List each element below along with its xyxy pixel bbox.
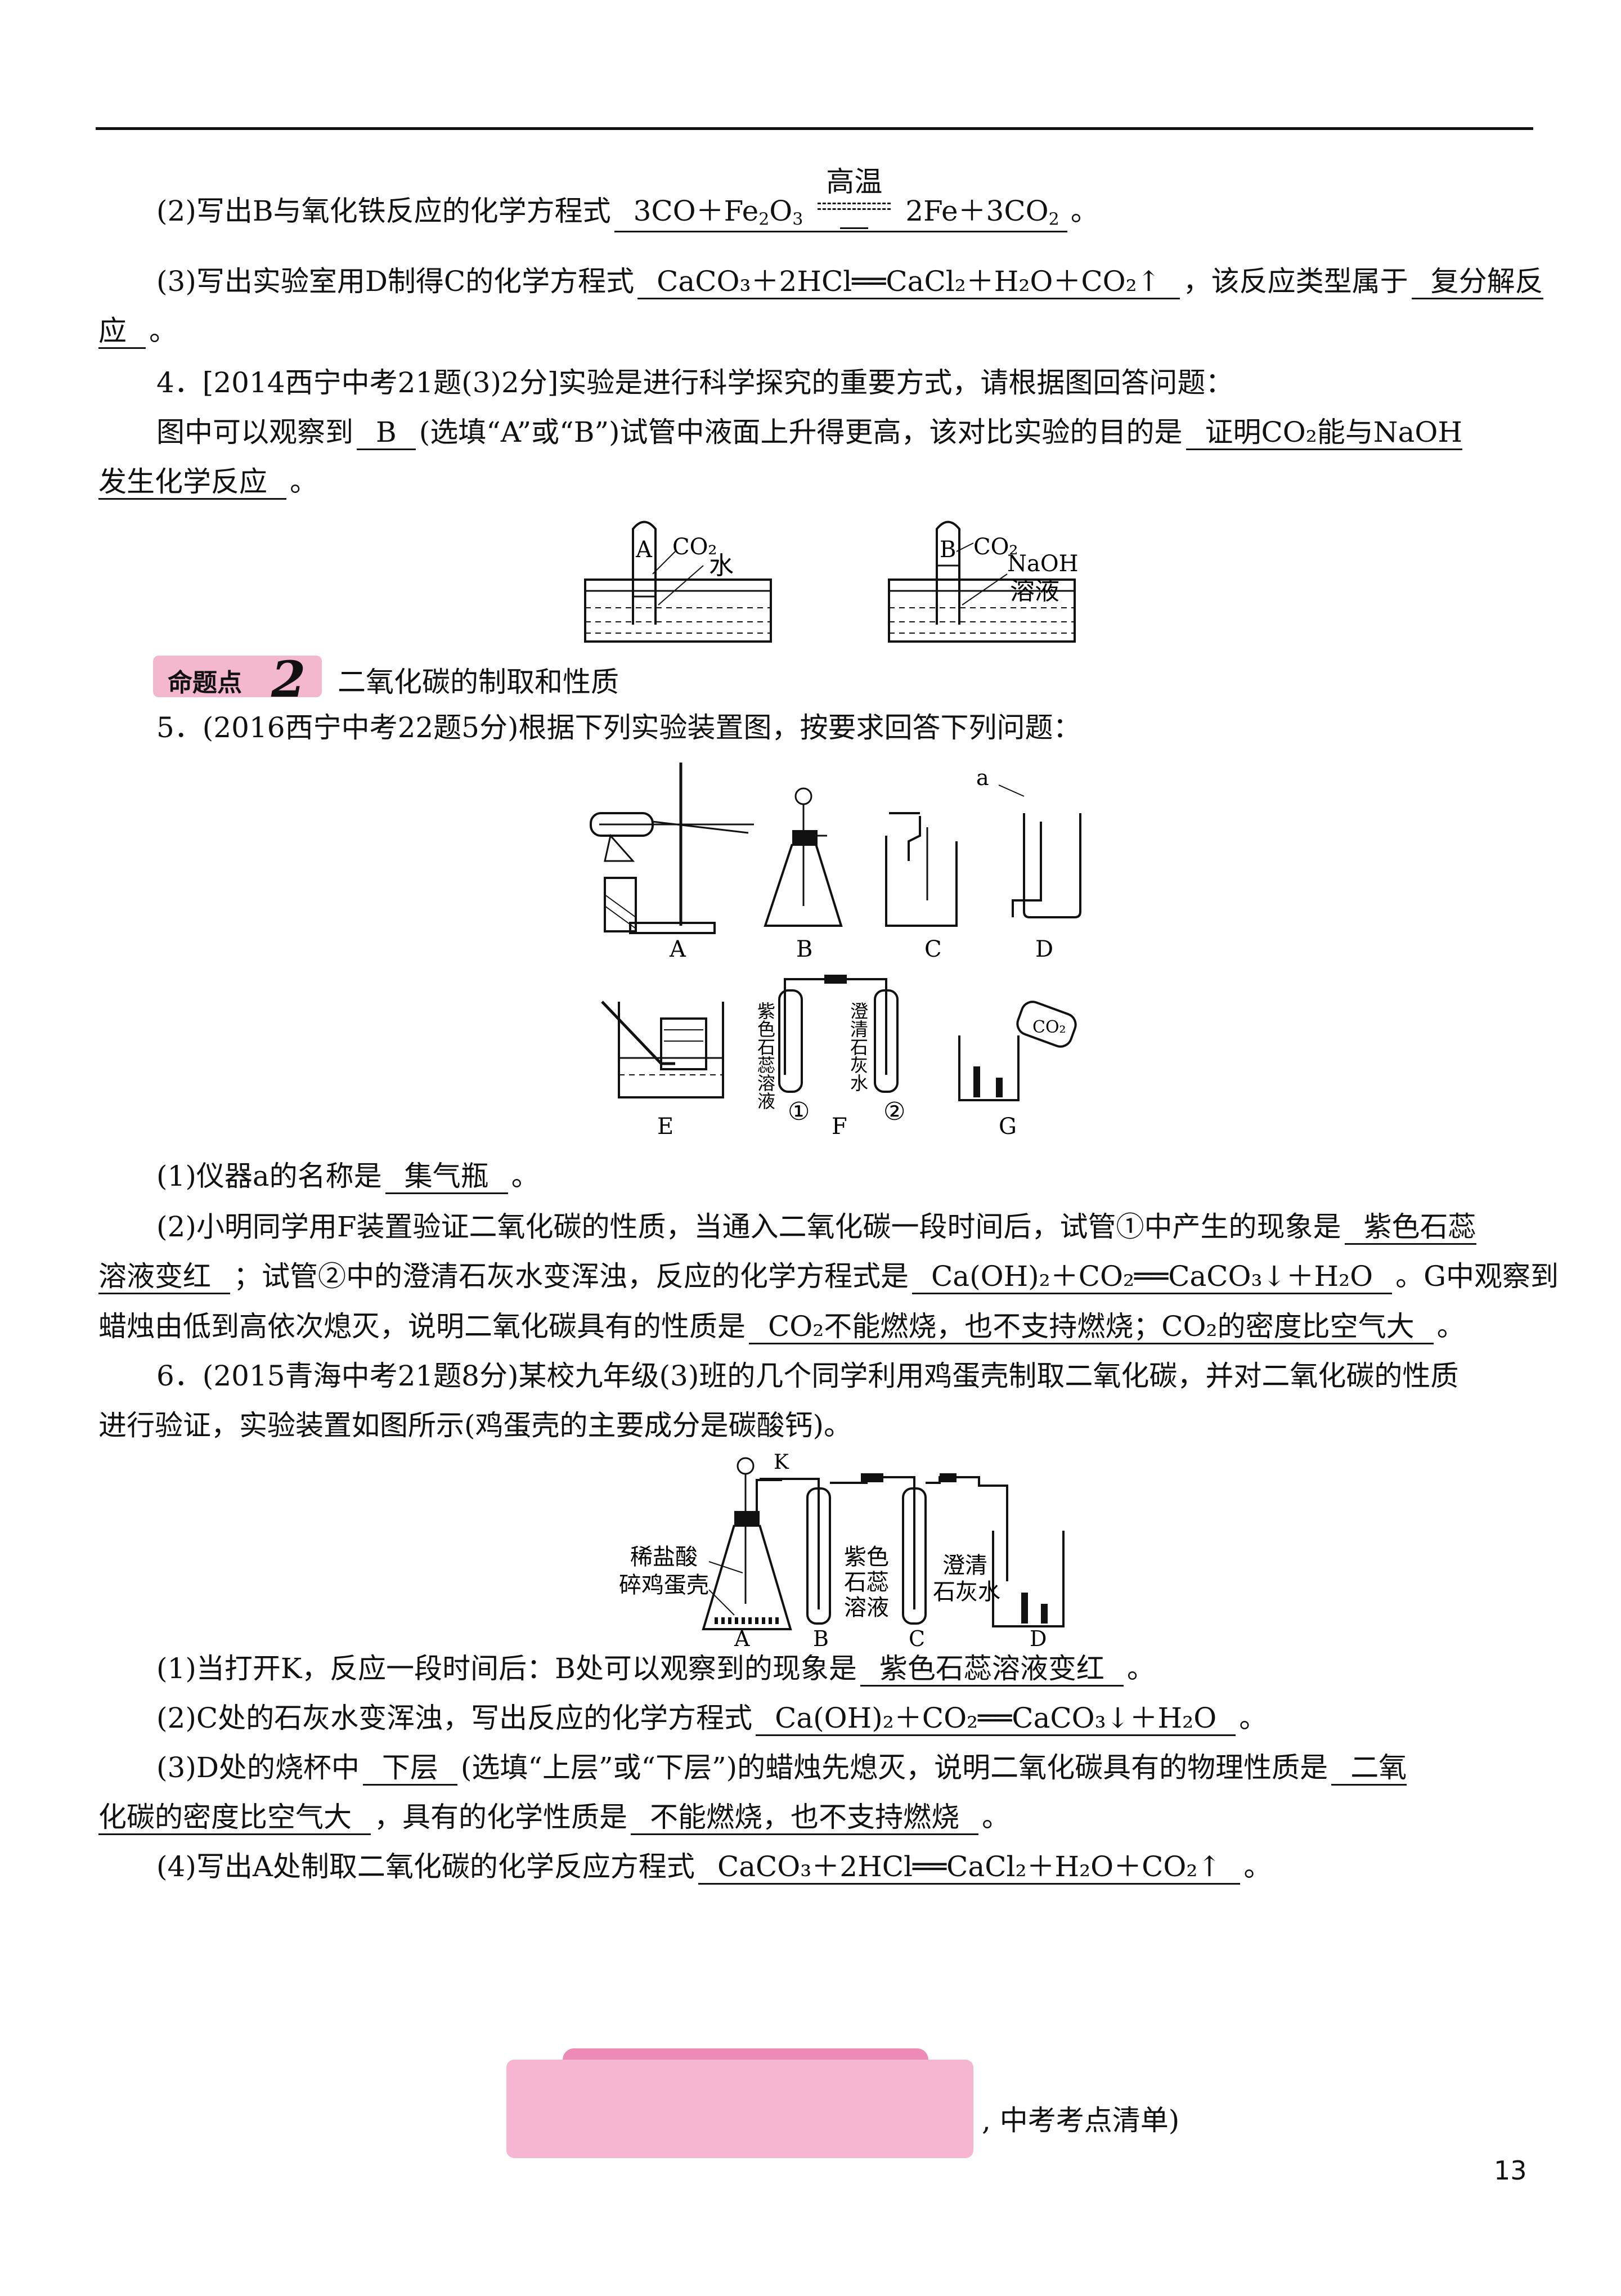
tube-c: C (830, 1473, 927, 1649)
answer-blank: 二氧 (1331, 1754, 1407, 1786)
answer-blank: 集气瓶 (385, 1162, 508, 1194)
answer-blank: 3CO＋Fe2O3 高温 2Fe＋3CO2 (614, 168, 1067, 232)
shell-label: 碎鸡蛋壳 (619, 1572, 709, 1598)
footer-banner (506, 2060, 973, 2158)
label-c: C (909, 1626, 925, 1649)
apparatus-e: E (601, 1001, 724, 1140)
tube-b-gas: CO₂ (973, 534, 1018, 560)
label-g: G (999, 1114, 1017, 1140)
apparatus-g: CO₂ G (958, 1001, 1077, 1140)
tube-b-liquid-1: NaOH (1007, 551, 1079, 577)
limewater-label-2: 石灰水 (933, 1579, 1000, 1605)
q5-figure: A B C a D E 紫色石蕊 (590, 763, 1081, 1140)
tube-a-gas: CO₂ (672, 534, 717, 560)
tube-2-number: ② (883, 1097, 905, 1126)
label-b: B (796, 936, 812, 962)
label-a-pointer: a (976, 765, 989, 790)
q4-line2: 发生化学反应。 (98, 468, 318, 500)
beaker-a: A CO₂ 水 (584, 521, 772, 643)
page-number: 13 (1494, 2155, 1527, 2186)
apparatus-a: A (590, 763, 754, 962)
answer-blank: CaCO₃＋2HCl══CaCl₂＋H₂O＋CO₂↑ (698, 1853, 1241, 1885)
reaction-condition: 高温 (826, 165, 883, 198)
tube-b: B (799, 1478, 831, 1649)
beaker-d: D (926, 1473, 1065, 1649)
valve-k: K (774, 1452, 789, 1474)
q6-part3-cont: 化碳的密度比空气大，具有的化学性质是不能燃烧，也不支持燃烧。 (98, 1803, 1010, 1835)
label-a: A (734, 1626, 750, 1649)
answer-blank: 复分解反 (1411, 267, 1543, 299)
q6-part1: (1)当打开K，反应一段时间后：B处可以观察到的现象是紫色石蕊溶液变红。 (156, 1654, 1155, 1687)
acid-label: 稀盐酸 (630, 1544, 698, 1570)
answer-blank: Ca(OH)₂＋CO₂══CaCO₃↓＋H₂O (756, 1704, 1236, 1736)
g-co2-label: CO₂ (1032, 1017, 1066, 1037)
tube-1-number: ① (788, 1097, 810, 1126)
apparatus-f: 紫色石蕊溶液 澄清石灰水 ① ② F (755, 975, 905, 1140)
tube-b-liquid-2: 溶液 (1010, 577, 1059, 606)
answer-blank: 溶液变红 (98, 1262, 230, 1294)
tube-1-label: 紫色石蕊溶液 (755, 1002, 776, 1110)
limewater-label-1: 澄清 (942, 1553, 987, 1578)
answer-blank: 发生化学反应 (98, 468, 286, 500)
litmus-label-2: 石蕊 (844, 1569, 889, 1595)
label-a: A (669, 936, 686, 962)
answer-blank: CaCO₃＋2HCl══CaCl₂＋H₂O＋CO₂↑ (637, 267, 1180, 299)
apparatus-b: B (764, 787, 843, 962)
label-d: D (1035, 936, 1053, 962)
tube-2-label: 澄清石灰水 (847, 1002, 869, 1092)
q5-head: 5．(2016西宁中考22题5分)根据下列实验装置图，按要求回答下列问题： (156, 711, 1081, 744)
beaker-b: B CO₂ NaOH 溶液 (888, 521, 1079, 643)
q6-head-1: 6．(2015青海中考21题8分)某校九年级(3)班的几个同学利用鸡蛋壳制取二氧… (156, 1360, 1459, 1392)
apparatus-d: a D (976, 765, 1081, 962)
answer-blank: 下层 (362, 1754, 457, 1786)
answer-blank: 紫色石蕊 (1344, 1213, 1476, 1245)
q5-part2: (2)小明同学用F装置验证二氧化碳的性质，当通入二氧化碳一段时间后，试管①中产生… (156, 1213, 1476, 1245)
answer-blank: 证明CO₂能与NaOH (1186, 418, 1462, 450)
label-c: C (924, 936, 942, 962)
header-rule (96, 127, 1533, 130)
answer-blank: 化碳的密度比空气大 (98, 1803, 371, 1835)
q4-figure: A CO₂ 水 B CO₂ NaOH 溶液 (584, 521, 1079, 643)
label-e: E (657, 1114, 673, 1140)
tube-a-label: A (635, 537, 653, 563)
q5-part1: (1)仪器a的名称是集气瓶。 (156, 1162, 540, 1194)
q6-figure: K A B C D 稀盐酸 碎鸡蛋壳 紫色 石蕊 溶液 澄清 石灰水 (619, 1452, 1065, 1649)
section-number: 2 (271, 650, 306, 708)
q6-part3: (3)D处的烧杯中下层(选填“上层”或“下层”)的蜡烛先熄灭，说明二氧化碳具有的… (156, 1754, 1407, 1786)
litmus-label-1: 紫色 (844, 1544, 889, 1570)
litmus-label-3: 溶液 (844, 1595, 889, 1621)
footer-text: , 中考考点清单) (982, 2104, 1180, 2137)
label-d: D (1030, 1626, 1047, 1649)
answer-blank: 应 (98, 317, 146, 349)
flask-a: K A (702, 1452, 799, 1649)
answer-blank: Ca(OH)₂＋CO₂══CaCO₃↓＋H₂O (912, 1262, 1393, 1294)
answer-blank: 紫色石蕊溶液变红 (860, 1654, 1124, 1687)
label-b: B (813, 1626, 829, 1649)
answer-blank: B (357, 418, 416, 450)
q3-part3-cont: 应。 (98, 317, 177, 349)
section-badge: 命题点 2 (153, 650, 322, 708)
q4-head: 4．[2014西宁中考21题(3)2分]实验是进行科学探究的重要方式，请根据图回… (156, 366, 1234, 399)
q6-head-2: 进行验证，实验装置如图所示(鸡蛋壳的主要成分是碳酸钙)。 (98, 1409, 852, 1442)
tube-b-label: B (940, 537, 956, 563)
section-title: 二氧化碳的制取和性质 (338, 666, 619, 698)
label-f: F (832, 1114, 847, 1140)
answer-blank: CO₂不能燃烧，也不支持燃烧；CO₂的密度比空气大 (749, 1312, 1434, 1344)
answer-blank: 不能燃烧，也不支持燃烧 (631, 1803, 978, 1835)
tube-a-liquid: 水 (709, 551, 734, 580)
apparatus-c: C (885, 812, 958, 962)
